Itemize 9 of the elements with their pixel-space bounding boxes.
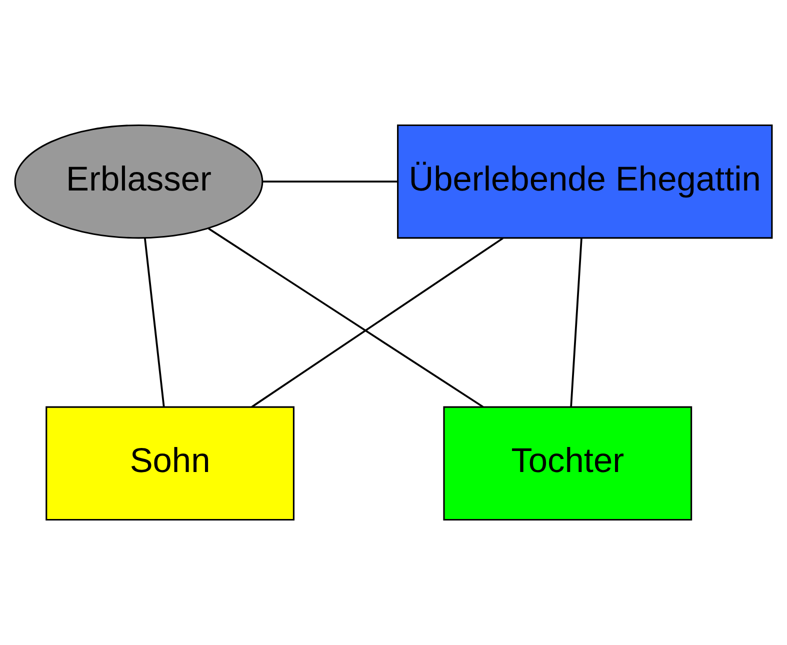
connector (262, 180, 398, 183)
node-box: Überlebende Ehegattin (397, 124, 773, 239)
connector (570, 238, 582, 407)
node-ellipse: Erblasser (14, 124, 264, 239)
connector (251, 237, 504, 408)
node-box: Sohn (46, 406, 294, 521)
node-box: Tochter (443, 406, 692, 521)
connector (208, 228, 484, 408)
connector (144, 238, 165, 407)
